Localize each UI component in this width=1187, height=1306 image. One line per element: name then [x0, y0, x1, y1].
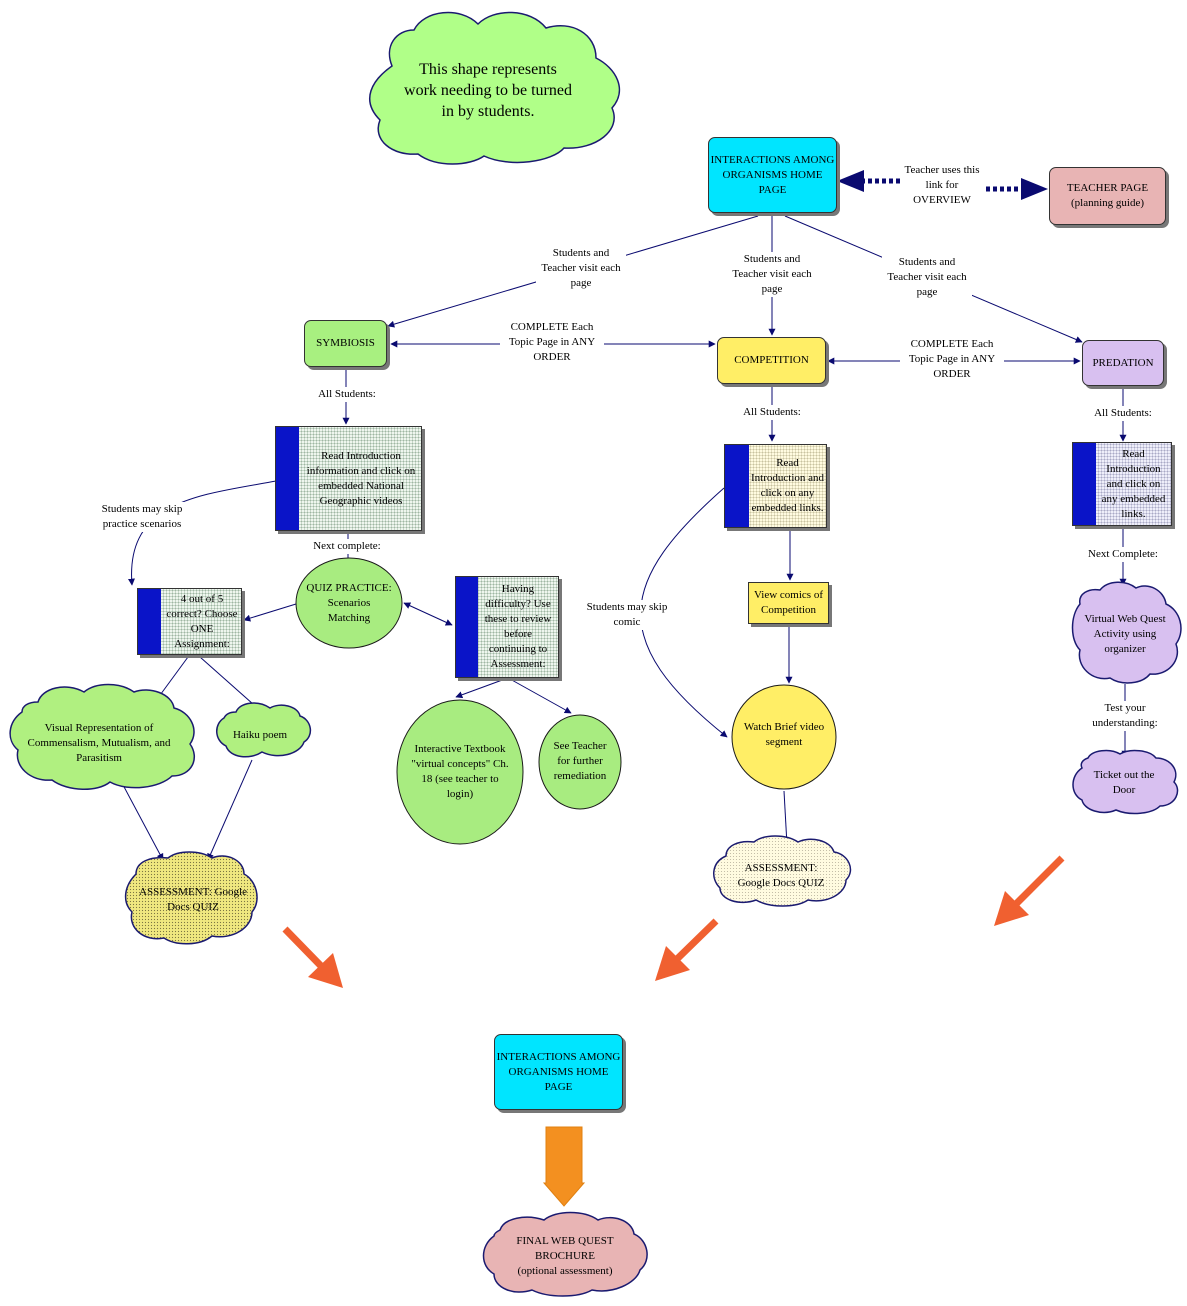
quiz-practice-text[interactable]: QUIZ PRACTICE: Scenarios Matching [306, 581, 392, 624]
symbiosis-node[interactable]: SYMBIOSIS [304, 320, 387, 367]
competition-comics-box[interactable]: View comics of Competition [748, 582, 829, 624]
visit-label-left: Students and Teacher visit each page [536, 246, 626, 291]
assignment-choice-text: 4 out of 5 correct? Choose ONE Assignmen… [166, 592, 238, 650]
teacher-page[interactable]: TEACHER PAGE (planning guide) [1049, 167, 1166, 225]
symbiosis-label: SYMBIOSIS [316, 337, 375, 349]
symbiosis-read-intro-text: Read Introduction information and click … [306, 449, 416, 507]
final-brochure-cloud [482, 1211, 648, 1297]
predation-next-complete: Next Complete: [1080, 547, 1166, 562]
difficulty-text: Having difficulty? Use these to review b… [484, 583, 552, 670]
teacher-page-subtitle: (planning guide) [1070, 197, 1144, 209]
teacher-overview-label: Teacher uses this link for OVERVIEW [900, 163, 984, 208]
competition-label: COMPETITION [734, 354, 809, 366]
symbiosis-assessment-cloud [124, 851, 258, 945]
ticket-cloud [1072, 749, 1179, 815]
orange-arrow-center [655, 918, 719, 981]
symbiosis-assessment-text: ASSESSMENT: Google Docs QUIZ [139, 886, 247, 913]
home-page-bottom-label: INTERACTIONS AMONG ORGANISMS HOME PAGE [496, 1050, 621, 1093]
competition-assessment-cloud [713, 835, 852, 907]
competition-node[interactable]: COMPETITION [717, 337, 826, 384]
teacher-page-title: TEACHER PAGE [1066, 182, 1149, 194]
ticket-text: Ticket out the Door [1093, 769, 1155, 796]
competition-assessment-text: ASSESSMENT: Google Docs QUIZ [737, 862, 825, 889]
symbiosis-read-intro[interactable]: Read Introduction information and click … [275, 426, 422, 531]
connector-skip-practice [128, 480, 277, 586]
competition-skip-label: Students may skip comic [580, 600, 674, 630]
connector-quiz-choice [243, 603, 297, 622]
quiz-practice-circle [295, 557, 403, 649]
final-brochure-subtitle: (optional assessment) [517, 1264, 613, 1277]
orange-arrow-left [282, 926, 343, 988]
webquest-cloud [1071, 581, 1182, 684]
visual-representation-text: Visual Representation of Commensalism, M… [27, 721, 171, 764]
visual-representation-cloud [9, 683, 195, 790]
orange-arrows [282, 855, 1065, 988]
predation-label: PREDATION [1092, 356, 1154, 369]
see-teacher-text: See Teacher for further remediation [553, 739, 607, 782]
big-down-arrow [542, 1126, 586, 1207]
connector-video-assessment [783, 790, 791, 846]
textbook-text[interactable]: Interactive Textbook "virtual concepts" … [411, 743, 509, 800]
competition-comics-text: View comics of Competition [754, 589, 823, 616]
symbiosis-skip-label: Students may skip practice scenarios [96, 502, 188, 532]
video-circle [731, 684, 837, 790]
visit-label-center: Students and Teacher visit each page [727, 252, 817, 297]
teacher-overview-arrows [837, 170, 1048, 200]
competition-read-intro[interactable]: Read Introduction and click on any embed… [724, 444, 827, 528]
textbook-circle [396, 699, 524, 845]
orange-arrow-right [994, 855, 1065, 926]
webquest-text[interactable]: Virtual Web Quest Activity using organiz… [1084, 612, 1166, 655]
legend-cloud [369, 11, 621, 165]
predation-all-students: All Students: [1086, 406, 1160, 421]
predation-read-intro[interactable]: Read Introduction and click on any embed… [1072, 442, 1172, 526]
connector-quiz-difficulty [403, 602, 453, 626]
difficulty-box[interactable]: Having difficulty? Use these to review b… [455, 576, 559, 678]
home-page-top-label: INTERACTIONS AMONG ORGANISMS HOME PAGE [710, 153, 835, 196]
predation-node[interactable]: PREDATION [1082, 340, 1164, 386]
see-teacher-circle [538, 714, 622, 810]
final-brochure-text: FINAL WEB QUEST BROCHURE (optional asses… [500, 1232, 630, 1280]
competition-read-intro-text: Read Introduction and click on any embed… [751, 457, 825, 514]
haiku-cloud [216, 702, 312, 758]
final-brochure-title: FINAL WEB QUEST BROCHURE [516, 1234, 614, 1262]
competition-video-text[interactable]: Watch Brief video segment [743, 721, 825, 748]
connector-difficulty-textbook [455, 678, 506, 699]
connector-haiku-assessment [207, 759, 253, 861]
visit-label-right: Students and Teacher visit each page [882, 255, 972, 300]
assignment-choice-box[interactable]: 4 out of 5 correct? Choose ONE Assignmen… [137, 588, 242, 655]
symbiosis-all-students: All Students: [310, 387, 384, 402]
predation-read-intro-text: Read Introduction and click on any embed… [1101, 447, 1166, 520]
complete-label-right: COMPLETE Each Topic Page in ANY ORDER [900, 337, 1004, 382]
legend-text: This shape represents work needing to be… [404, 60, 572, 120]
complete-label-left: COMPLETE Each Topic Page in ANY ORDER [500, 320, 604, 365]
symbiosis-next-complete: Next complete: [304, 539, 390, 554]
connector-visual-assessment [121, 782, 164, 861]
home-page-bottom[interactable]: INTERACTIONS AMONG ORGANISMS HOME PAGE [494, 1034, 623, 1110]
competition-all-students: All Students: [735, 405, 809, 420]
connector-difficulty-teacher [509, 678, 572, 714]
predation-test-label: Test your understanding: [1082, 701, 1168, 731]
haiku-text: Haiku poem [232, 728, 288, 741]
home-page-top[interactable]: INTERACTIONS AMONG ORGANISMS HOME PAGE [708, 137, 837, 213]
